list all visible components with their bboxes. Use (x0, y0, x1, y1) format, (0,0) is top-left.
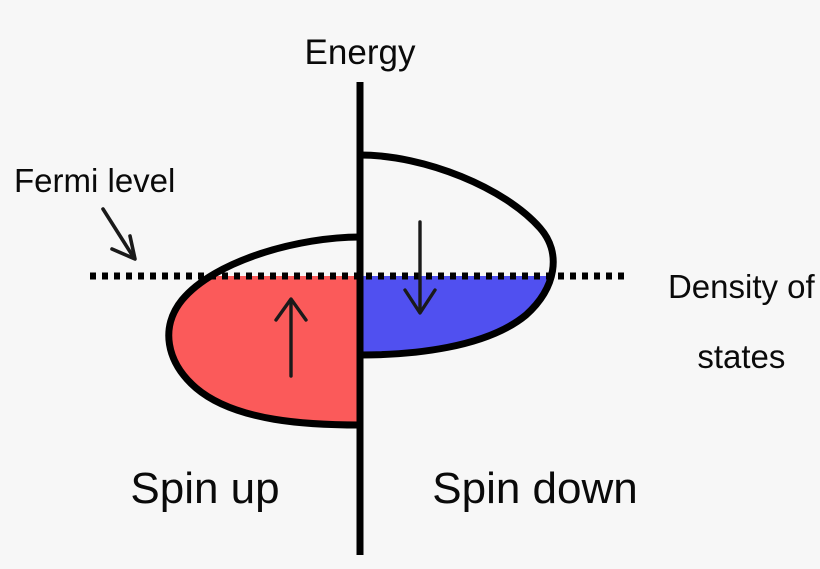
spin-up-arrow-icon (274, 297, 308, 378)
fermi-level-label: Fermi level (14, 162, 176, 199)
spin-down-arrow-icon (403, 220, 437, 315)
fermi-level-pointer-arrow-icon (101, 207, 137, 261)
spin-down-dos-curve (356, 151, 557, 359)
energy-axis-label: Energy (304, 33, 416, 72)
spin-down-filled-region (360, 276, 552, 355)
spin-up-dos-curve (165, 233, 364, 429)
spin-up-filled-region (168, 276, 360, 425)
spin-up-label: Spin up (130, 464, 280, 513)
density-of-states-label-line2: states (697, 337, 786, 375)
density-of-states-label: Density of states (630, 235, 816, 410)
spin-down-label: Spin down (432, 464, 638, 513)
density-of-states-label-line1: Density of (667, 267, 815, 305)
